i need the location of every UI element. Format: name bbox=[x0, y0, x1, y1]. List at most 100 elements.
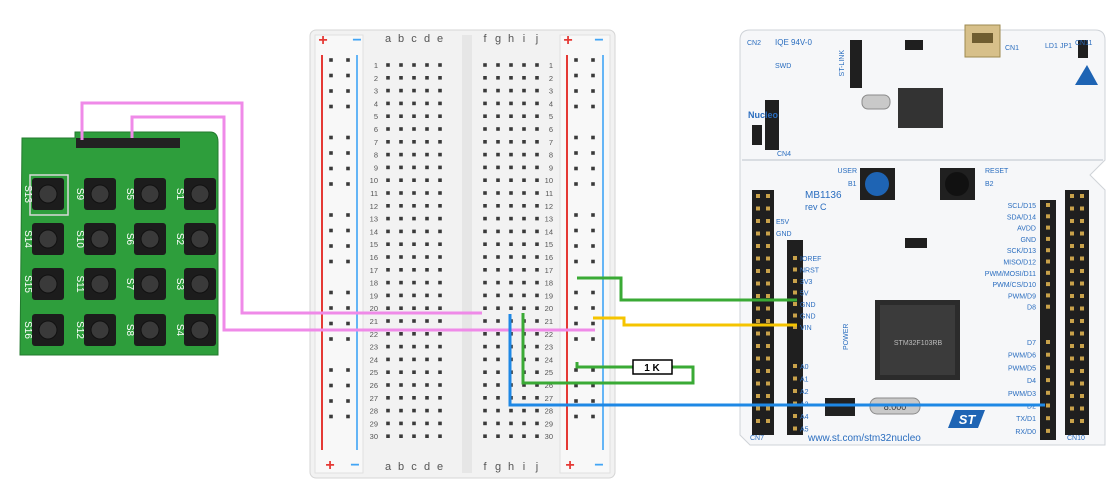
hole bbox=[509, 101, 513, 106]
hole bbox=[535, 268, 539, 272]
hole bbox=[438, 306, 442, 310]
hole bbox=[438, 255, 442, 259]
header-pin bbox=[766, 331, 770, 336]
rail-hole bbox=[591, 182, 595, 186]
header-pin bbox=[793, 267, 797, 272]
pin-label: D8 bbox=[1027, 305, 1036, 312]
hole bbox=[386, 383, 390, 387]
user-button[interactable] bbox=[865, 172, 889, 196]
header-pin bbox=[756, 306, 760, 311]
hole bbox=[496, 268, 500, 272]
rail-hole bbox=[574, 383, 578, 388]
reset-button[interactable] bbox=[945, 172, 969, 196]
keypad-key-label: S7 bbox=[124, 278, 135, 291]
keypad-key-cap bbox=[140, 184, 160, 204]
hole bbox=[522, 242, 526, 246]
rail-hole bbox=[591, 290, 595, 295]
column-letter: i bbox=[523, 461, 525, 473]
hole bbox=[438, 165, 442, 170]
hole bbox=[496, 76, 500, 80]
jumper-stlink[interactable] bbox=[850, 40, 862, 88]
st-link-label: ST-LINK bbox=[839, 50, 846, 77]
rail-hole bbox=[346, 182, 350, 186]
rail-hole bbox=[346, 135, 350, 140]
hole bbox=[425, 204, 429, 208]
header-pin bbox=[1080, 244, 1084, 248]
column-letter: f bbox=[483, 461, 487, 473]
hole bbox=[535, 408, 539, 413]
minus-label-tl: − bbox=[352, 32, 361, 49]
jumper-jp1[interactable] bbox=[1078, 40, 1088, 58]
hole bbox=[522, 191, 526, 195]
header-pin bbox=[1046, 365, 1050, 370]
hole bbox=[522, 293, 526, 298]
rail-hole bbox=[329, 228, 333, 233]
keypad-key-label: S14 bbox=[22, 230, 33, 248]
jumper-idd[interactable] bbox=[905, 238, 927, 248]
hole bbox=[535, 332, 539, 336]
hole bbox=[399, 63, 403, 67]
row-number: 28 bbox=[545, 407, 553, 416]
hole bbox=[412, 152, 416, 157]
header-pin bbox=[756, 356, 760, 361]
jp1-label: JP1 bbox=[1060, 43, 1072, 50]
minus-label-br: − bbox=[594, 457, 603, 474]
jumper-pwr[interactable] bbox=[905, 40, 923, 50]
rail-hole bbox=[591, 244, 595, 248]
hole bbox=[438, 370, 442, 374]
keypad-key-cap bbox=[38, 274, 58, 294]
keypad-key-cap bbox=[90, 320, 110, 340]
hole bbox=[399, 255, 403, 259]
header-pin bbox=[1080, 256, 1084, 261]
hole bbox=[522, 434, 526, 438]
hole bbox=[438, 421, 442, 426]
row-number: 16 bbox=[545, 253, 553, 262]
keypad-key-cap bbox=[140, 320, 160, 340]
header-cn10 bbox=[1065, 190, 1089, 435]
hole bbox=[483, 204, 487, 208]
pin-label: GND bbox=[1020, 237, 1036, 244]
hole bbox=[399, 357, 403, 362]
hole bbox=[509, 268, 513, 272]
rail-hole bbox=[329, 414, 333, 419]
hole bbox=[483, 101, 487, 106]
hole bbox=[522, 306, 526, 310]
rail-hole bbox=[346, 290, 350, 295]
hole bbox=[535, 114, 539, 118]
hole bbox=[412, 63, 416, 67]
wire-blue-tx bbox=[508, 314, 1045, 407]
hole bbox=[535, 370, 539, 374]
pin-label: IOREF bbox=[800, 256, 821, 263]
keypad-key-cap bbox=[90, 274, 110, 294]
hole bbox=[496, 408, 500, 413]
row-number: 29 bbox=[545, 419, 553, 428]
hole bbox=[386, 229, 390, 234]
rail-hole bbox=[346, 383, 350, 388]
hole bbox=[425, 396, 429, 400]
hole bbox=[496, 63, 500, 67]
row-number: 24 bbox=[545, 355, 553, 364]
header-pin bbox=[793, 414, 797, 418]
pin-label: RX/D0 bbox=[1015, 429, 1036, 436]
b2-label: B2 bbox=[985, 181, 994, 188]
crystal-label: 8.000 bbox=[884, 402, 907, 412]
cn7-label: CN7 bbox=[750, 435, 764, 442]
hole bbox=[399, 332, 403, 336]
hole bbox=[496, 88, 500, 93]
hole bbox=[425, 101, 429, 106]
rail-hole bbox=[574, 89, 578, 93]
row-number: 20 bbox=[545, 304, 553, 313]
header-pin bbox=[793, 364, 797, 368]
header-pin bbox=[1070, 381, 1074, 386]
header-pin bbox=[756, 294, 760, 298]
rail-hole bbox=[329, 73, 333, 78]
header-pin bbox=[1080, 269, 1084, 273]
hole bbox=[496, 127, 500, 131]
hole bbox=[438, 114, 442, 118]
hole bbox=[522, 255, 526, 259]
hole bbox=[509, 152, 513, 157]
rail-hole bbox=[574, 135, 578, 140]
user-label: USER bbox=[838, 168, 857, 175]
swd-label: SWD bbox=[775, 63, 791, 70]
header-pin bbox=[1070, 269, 1074, 273]
